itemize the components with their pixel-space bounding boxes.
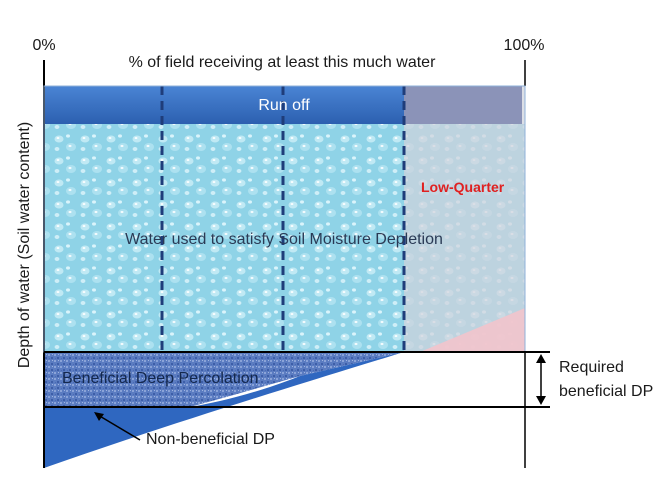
top-axis-label: % of field receiving at least this much … [128, 54, 436, 71]
runoff-band [44, 86, 404, 124]
low-quarter-label: Low-Quarter [421, 179, 505, 195]
beneficial-dp-label: Beneficial Deep Percolation [62, 370, 259, 387]
axis-tick-0: 0% [32, 37, 56, 54]
non-beneficial-dp-label: Non-beneficial DP [146, 431, 275, 448]
non-beneficial-dp-callout-head [94, 412, 104, 421]
y-axis-label: Depth of water (Soil water content) [16, 121, 33, 369]
beneficial-dp-band [44, 352, 404, 407]
required-dp-label-line2: beneficial DP [559, 383, 654, 400]
required-dp-arrow-top [536, 354, 546, 363]
runoff-label: Run off [258, 97, 310, 114]
non-beneficial-dp-callout [97, 414, 141, 441]
axis-tick-100: 100% [503, 37, 545, 54]
non-beneficial-dp-wedge [44, 352, 404, 468]
soil-moisture-label: Water used to satisfy Soil Moisture Depl… [125, 231, 443, 248]
required-dp-arrow-bottom [536, 396, 546, 405]
runoff-band-low-quarter [404, 86, 522, 124]
low-quarter-region [404, 86, 525, 352]
pink-wedge [420, 308, 525, 352]
required-dp-label-line1: Required [559, 359, 624, 376]
